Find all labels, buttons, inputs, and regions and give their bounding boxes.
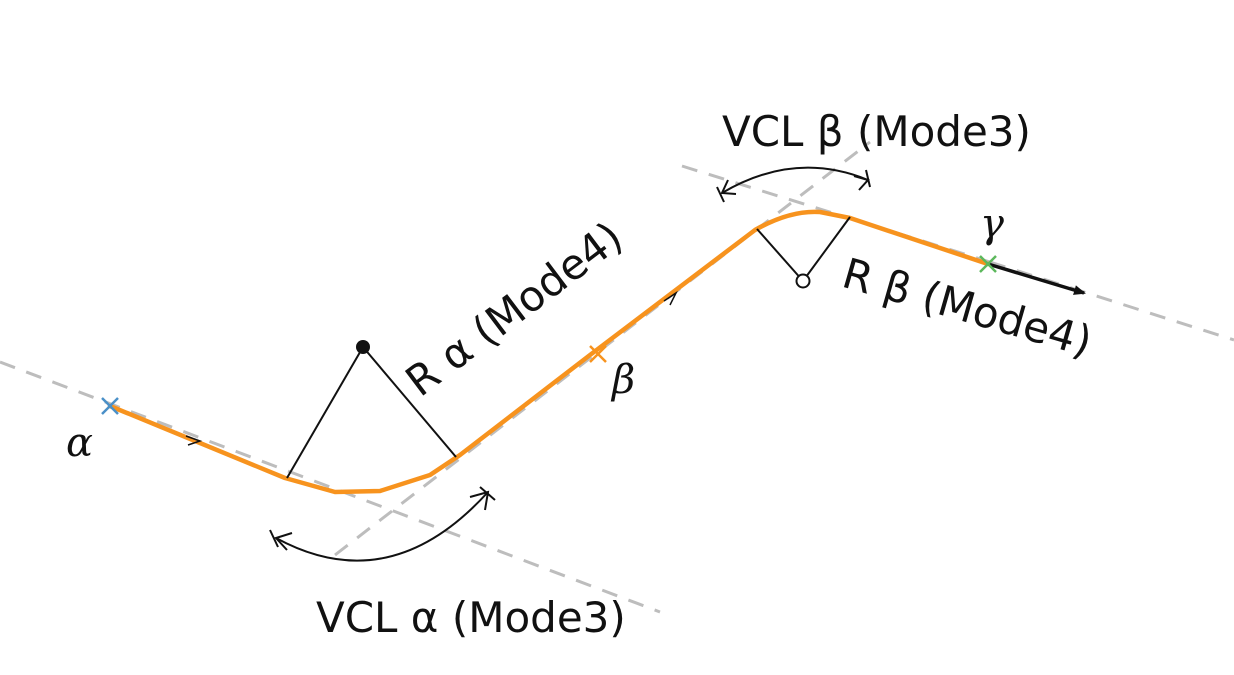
vcl-alpha-tick-right [479,486,496,501]
marker-alpha-cross-icon [101,397,119,415]
r-alpha-center [356,340,370,354]
vcl-alpha-arc [275,491,489,562]
vcl-beta-tick-right [865,169,871,188]
label-beta: β [610,357,635,403]
trajectory-path [107,209,991,495]
r-alpha-radius-left [286,346,364,479]
guide-line-gamma [989,260,1234,342]
guide-line-alpha [0,360,661,614]
direction-arrow-1 [185,435,203,446]
label-r-alpha: R α (Mode4) [397,212,632,406]
r-beta-radius-left [756,228,804,282]
vcl-alpha-arrowhead-left [274,532,293,551]
label-vcl-beta: VCL β (Mode3) [722,107,1031,156]
vcl-beta-tick-left [716,186,725,203]
r-beta-center [795,273,811,289]
label-gamma: γ [980,201,1004,247]
vcl-alpha-arrowhead-right [469,490,490,511]
label-vcl-alpha: VCL α (Mode3) [316,593,626,642]
r-beta-radius-right [802,216,851,282]
exit-direction-arrow [987,262,1086,295]
vcl-beta-arc [721,166,869,194]
marker-gamma-cross-icon [979,255,997,273]
r-alpha-radius-right [362,346,457,458]
direction-arrow-2 [663,290,678,306]
label-alpha: α [66,420,93,466]
vcl-beta-arrowhead-left [720,179,737,195]
vcl-alpha-tick-left [269,529,279,548]
marker-beta-cross-icon [589,345,607,363]
label-r-beta: R β (Mode4) [837,249,1097,367]
